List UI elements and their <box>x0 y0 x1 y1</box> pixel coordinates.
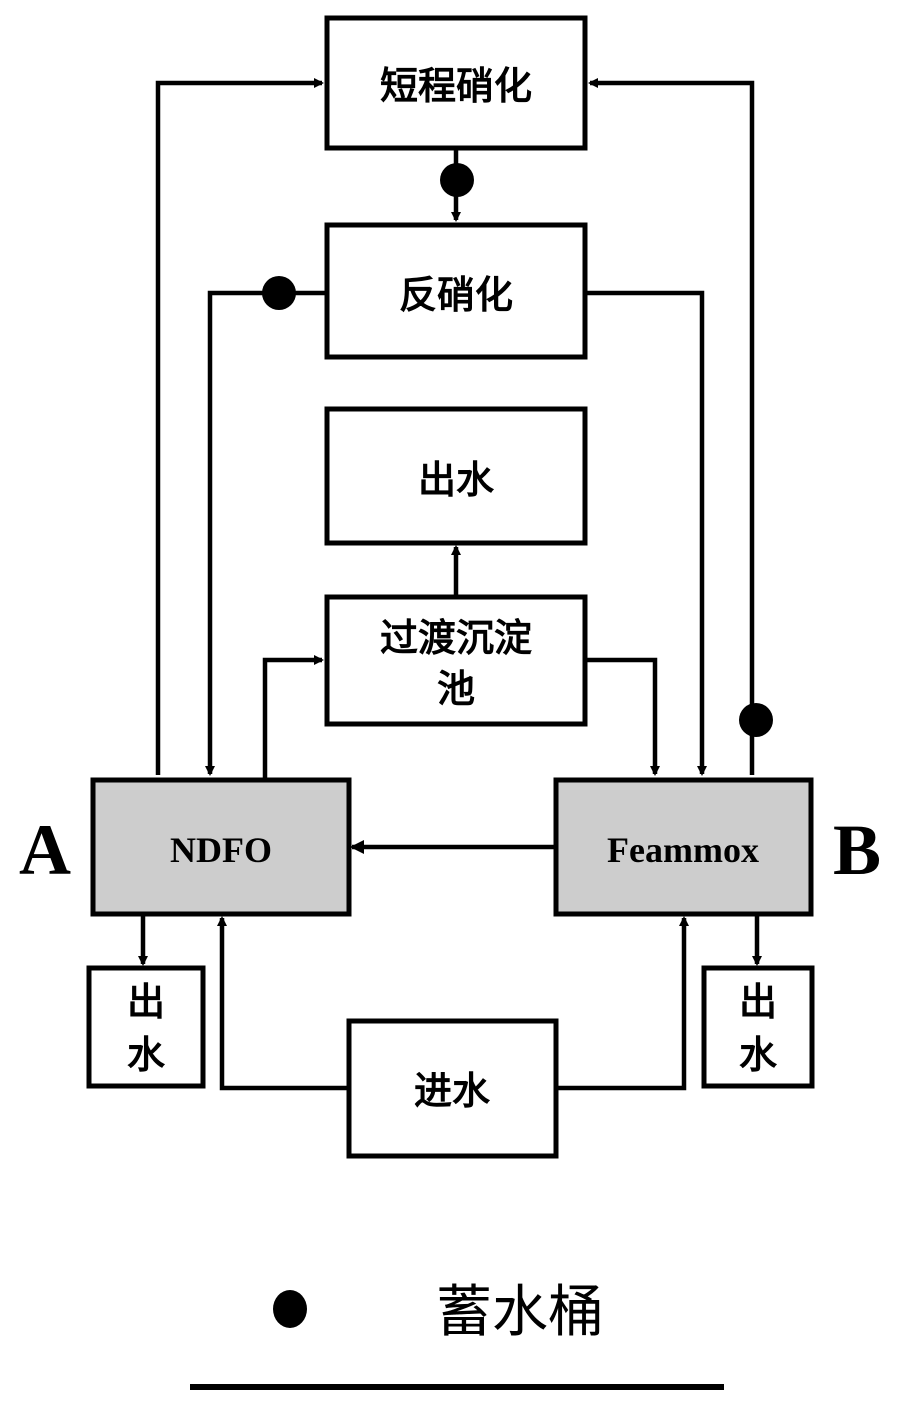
flow-feammox-to-short-nitrification <box>590 83 752 775</box>
node-label: 反硝化 <box>399 273 513 317</box>
storage-tank-icon <box>440 163 474 197</box>
node-label: 进水 <box>414 1069 491 1113</box>
flow-influent-to-ndfo <box>222 918 348 1088</box>
node-effluent-a: 出 水 <box>89 968 203 1086</box>
storage-tank-icon <box>739 703 773 737</box>
flow-settling-tank-to-feammox <box>586 660 655 774</box>
node-transition-settling-tank: 过渡沉淀 池 <box>327 597 585 724</box>
reactor-ndfo: NDFO <box>93 780 349 914</box>
node-label: 出水 <box>418 458 495 502</box>
reactor-label: NDFO <box>170 830 272 870</box>
node-denitrification: 反硝化 <box>327 225 585 357</box>
node-label-line2: 池 <box>437 667 475 711</box>
node-label-line1: 出 <box>739 980 777 1024</box>
legend-label: 蓄水桶 <box>436 1280 604 1345</box>
reactor-feammox: Feammox <box>556 780 811 914</box>
reactor-label: Feammox <box>607 830 759 870</box>
node-label-line2: 水 <box>127 1033 166 1077</box>
flow-ndfo-to-short-nitrification <box>158 83 322 775</box>
storage-tank-icon <box>262 276 296 310</box>
flow-denitrification-to-feammox <box>586 293 702 774</box>
legend-storage-tank-icon <box>273 1290 307 1328</box>
node-label-line2: 水 <box>739 1033 778 1077</box>
flow-influent-to-feammox <box>557 918 684 1088</box>
node-label-line1: 出 <box>127 980 165 1024</box>
node-effluent-top: 出水 <box>327 409 585 543</box>
node-influent: 进水 <box>349 1021 556 1156</box>
reactor-letter-a: A <box>19 810 71 890</box>
node-short-nitrification: 短程硝化 <box>327 18 585 148</box>
flow-denitrification-to-ndfo <box>210 293 325 774</box>
node-effluent-b: 出 水 <box>704 968 812 1086</box>
node-label-line1: 过渡沉淀 <box>380 616 532 660</box>
flow-ndfo-to-settling-tank <box>265 660 322 780</box>
legend: 蓄水桶 <box>190 1280 724 1387</box>
reactor-letter-b: B <box>833 810 881 890</box>
node-label: 短程硝化 <box>380 64 532 108</box>
